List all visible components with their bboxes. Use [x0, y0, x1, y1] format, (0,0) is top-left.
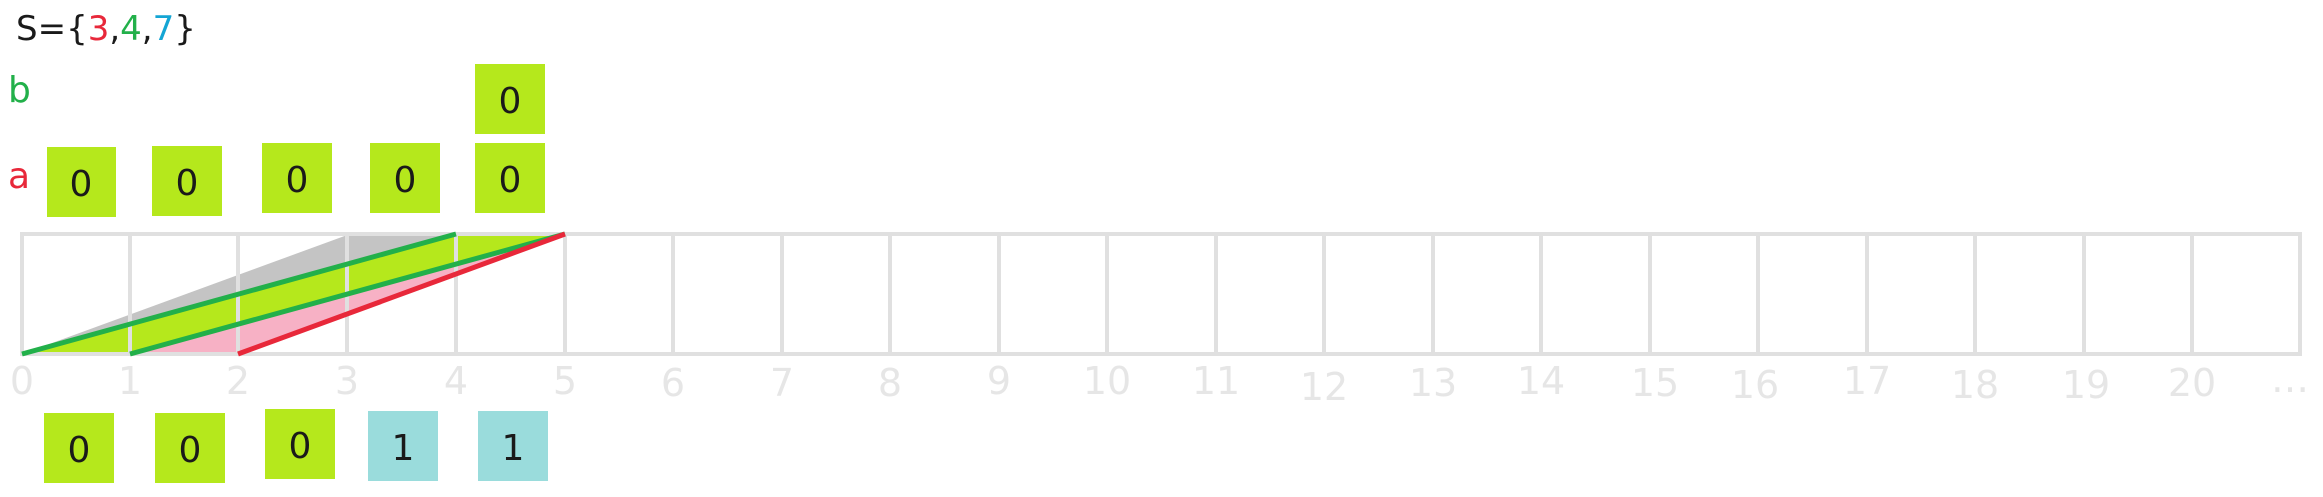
- row-label-a: a: [8, 156, 30, 197]
- a-box-value: 0: [286, 160, 309, 201]
- red-diagonal: [237, 231, 566, 357]
- result-box: 0: [265, 409, 335, 479]
- b-box-value: 0: [499, 81, 522, 122]
- axis-label: 5: [553, 359, 577, 403]
- a-box: 0: [475, 143, 545, 213]
- result-box-value: 0: [179, 430, 202, 471]
- a-box-value: 0: [176, 163, 199, 204]
- axis-label: 10: [1083, 359, 1131, 403]
- axis-label: 1: [118, 359, 142, 403]
- set-separator: ,: [109, 9, 120, 49]
- green-region: [22, 234, 565, 354]
- set-item-7: 7: [153, 9, 175, 49]
- set-suffix: }: [174, 9, 196, 49]
- number-line-grid: [20, 232, 2302, 356]
- axis-label: 4: [444, 359, 468, 403]
- axis-label: 16: [1731, 363, 1779, 407]
- axis-label: 15: [1631, 361, 1679, 405]
- result-box-value: 1: [392, 428, 415, 469]
- axis-label: 20: [2168, 361, 2216, 405]
- axis-label: 19: [2062, 363, 2110, 407]
- axis-label: 0: [10, 359, 34, 403]
- set-prefix: S={: [16, 9, 88, 49]
- green-diagonal-1: [21, 231, 457, 357]
- axis-label: 11: [1192, 359, 1240, 403]
- a-box: 0: [370, 143, 440, 213]
- result-box: 1: [478, 411, 548, 481]
- axis-label: 3: [335, 359, 359, 403]
- row-label-b: b: [8, 70, 31, 111]
- set-separator: ,: [142, 9, 153, 49]
- result-box: 1: [368, 411, 438, 481]
- axis-label: 13: [1409, 361, 1457, 405]
- result-box: 0: [155, 413, 225, 483]
- set-item-3: 3: [88, 9, 110, 49]
- result-box-value: 0: [289, 426, 312, 467]
- a-box-value: 0: [499, 160, 522, 201]
- axis-label: 2: [226, 359, 250, 403]
- set-item-4: 4: [120, 9, 142, 49]
- axis-label: …: [2271, 357, 2309, 401]
- b-box: 0: [475, 64, 545, 134]
- axis-label: 7: [770, 361, 794, 405]
- result-box-value: 1: [502, 428, 525, 469]
- axis-label: 18: [1951, 363, 1999, 407]
- result-box: 0: [44, 413, 114, 483]
- axis-label: 8: [878, 361, 902, 405]
- axis-label: 9: [987, 359, 1011, 403]
- axis-label: 17: [1843, 359, 1891, 403]
- axis-label: 12: [1300, 365, 1348, 409]
- a-box: 0: [47, 147, 116, 217]
- a-box-value: 0: [70, 164, 93, 205]
- green-diagonal-2: [129, 231, 566, 357]
- axis-label: 14: [1517, 359, 1565, 403]
- result-box-value: 0: [68, 430, 91, 471]
- set-title: S={3,4,7}: [16, 9, 196, 49]
- axis-labels: 0 1 2 3 4 5 6 7 8 9 10 11 12 13 14 15 16…: [10, 357, 2309, 409]
- axis-label: 6: [661, 361, 685, 405]
- a-box: 0: [152, 146, 222, 216]
- a-box: 0: [262, 143, 332, 213]
- a-box-value: 0: [394, 160, 417, 201]
